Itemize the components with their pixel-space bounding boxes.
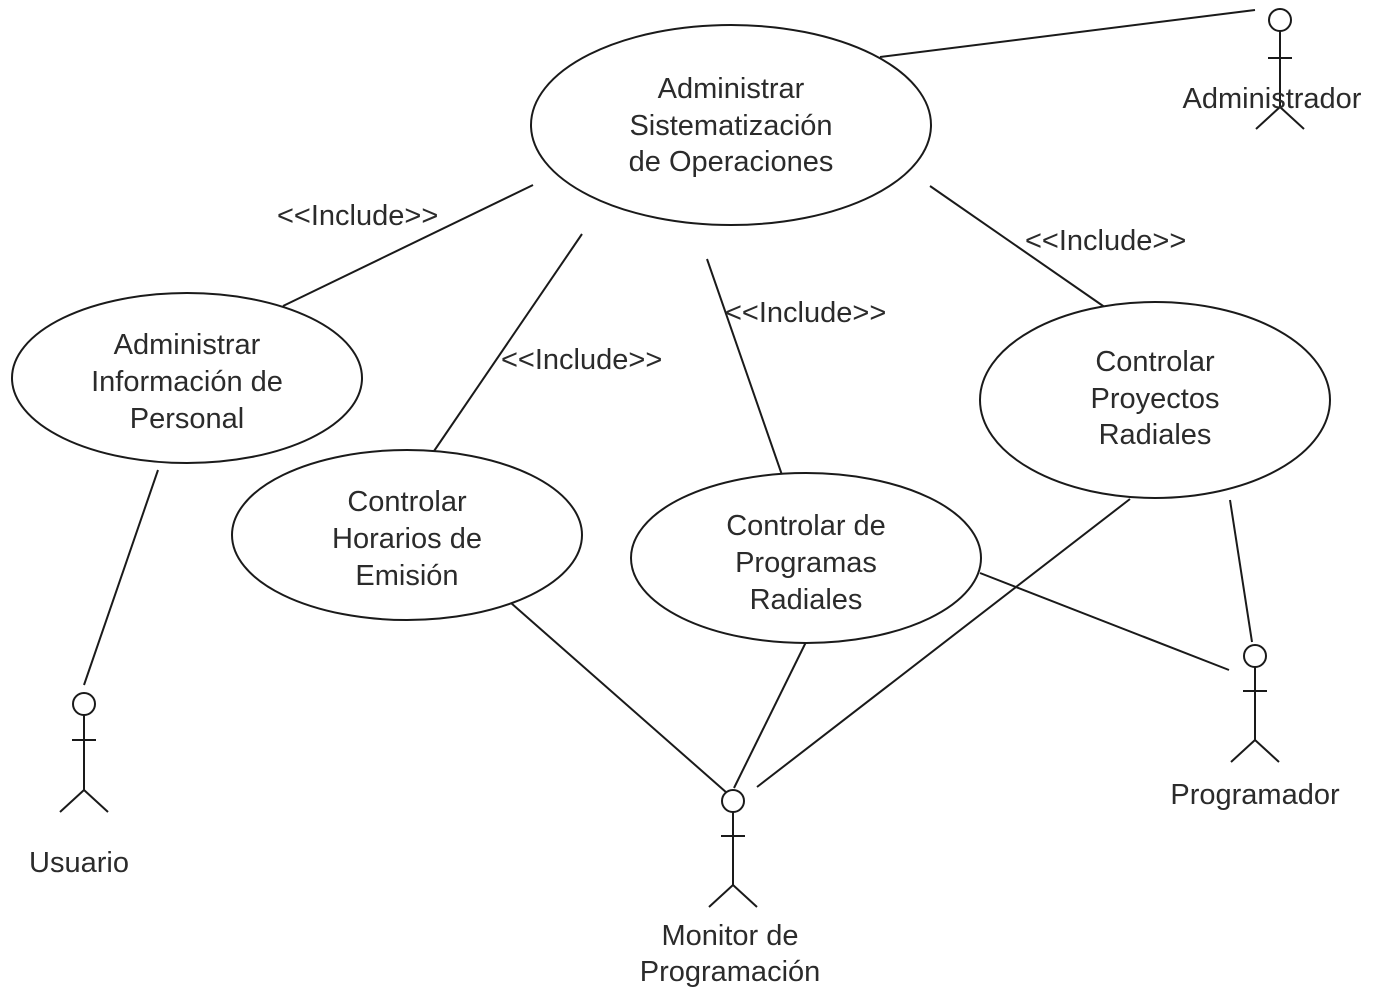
include-label: <<Include>> bbox=[277, 200, 438, 232]
use-case-label-line: Horarios de bbox=[332, 523, 482, 555]
actor-right-leg bbox=[1254, 739, 1280, 763]
connectors bbox=[83, 9, 1256, 794]
actor-administrador-figure[interactable] bbox=[1255, 8, 1305, 130]
include-line-admin-personal bbox=[282, 184, 534, 307]
assoc-proyectos-monitor bbox=[756, 498, 1131, 788]
actor-label-monitor-line: Programación bbox=[640, 956, 821, 988]
actor-usuario-figure[interactable] bbox=[59, 692, 109, 813]
use-case-label-line: Emisión bbox=[355, 560, 458, 592]
assoc-proyectos-programador bbox=[1229, 499, 1253, 643]
use-case-label-line: Radiales bbox=[1099, 419, 1212, 451]
actor-right-leg bbox=[1279, 106, 1305, 130]
actor-right-leg bbox=[83, 789, 109, 813]
use-case-label-line: Radiales bbox=[750, 584, 863, 616]
use-case-label-line: Proyectos bbox=[1091, 383, 1220, 415]
use-case-label-line: Personal bbox=[130, 403, 244, 435]
assoc-personal-usuario bbox=[83, 469, 159, 686]
use-case-label-line: Información de bbox=[91, 366, 283, 398]
use-case-programas[interactable]: Controlar de Programas Radiales bbox=[630, 472, 982, 644]
include-label: <<Include>> bbox=[725, 297, 886, 329]
assoc-programas-programador bbox=[979, 572, 1230, 671]
actor-head-icon bbox=[1243, 644, 1267, 668]
assoc-programas-monitor bbox=[733, 641, 807, 789]
actor-left-leg bbox=[1255, 106, 1281, 130]
use-case-proyectos[interactable]: Controlar Proyectos Radiales bbox=[979, 301, 1331, 499]
use-case-ellipse bbox=[11, 292, 363, 464]
actor-label-monitor-line: Monitor de bbox=[661, 920, 798, 952]
assoc-horarios-monitor bbox=[510, 602, 728, 794]
include-labels: <<Include>> <<Include>> <<Include>> <<In… bbox=[277, 200, 1186, 376]
include-line-programas bbox=[706, 258, 783, 476]
use-case-label-line: Administrar bbox=[114, 329, 261, 361]
actor-right-leg bbox=[732, 884, 758, 908]
use-case-admin-ops[interactable]: Administrar Sistematización de Operacion… bbox=[530, 24, 932, 226]
actor-label-administrador: Administrador bbox=[1183, 83, 1362, 115]
actor-head-icon bbox=[721, 789, 745, 813]
actor-head-icon bbox=[1268, 8, 1292, 32]
use-case-label-line: Programas bbox=[735, 547, 877, 579]
use-case-label-line: Controlar de bbox=[726, 510, 886, 542]
actor-left-leg bbox=[1230, 739, 1256, 763]
actor-left-leg bbox=[708, 884, 734, 908]
use-case-label-line: Sistematización bbox=[629, 110, 832, 142]
use-case-ellipse bbox=[979, 301, 1331, 499]
include-line-horarios bbox=[431, 233, 583, 455]
actor-label-usuario: Usuario bbox=[29, 847, 129, 879]
actor-head-icon bbox=[72, 692, 96, 716]
actor-left-leg bbox=[59, 789, 85, 813]
use-case-label-line: Controlar bbox=[1095, 346, 1215, 378]
actor-programador-figure[interactable] bbox=[1230, 644, 1280, 763]
use-case-ellipse bbox=[530, 24, 932, 226]
include-label: <<Include>> bbox=[501, 344, 662, 376]
include-line-proyectos bbox=[929, 185, 1107, 309]
include-label: <<Include>> bbox=[1025, 225, 1186, 257]
use-case-label-line: de Operaciones bbox=[629, 146, 834, 178]
use-case-ellipse bbox=[231, 449, 583, 621]
use-case-horarios[interactable]: Controlar Horarios de Emisión bbox=[231, 449, 583, 621]
assoc-admin-ops-administrador bbox=[879, 9, 1256, 58]
use-case-label-line: Administrar bbox=[658, 73, 805, 105]
use-case-label-line: Controlar bbox=[347, 486, 467, 518]
use-case-ellipse bbox=[630, 472, 982, 644]
actor-monitor-figure[interactable] bbox=[708, 789, 758, 908]
use-case-admin-personal[interactable]: Administrar Información de Personal bbox=[11, 292, 363, 464]
actor-label-programador: Programador bbox=[1170, 779, 1340, 811]
